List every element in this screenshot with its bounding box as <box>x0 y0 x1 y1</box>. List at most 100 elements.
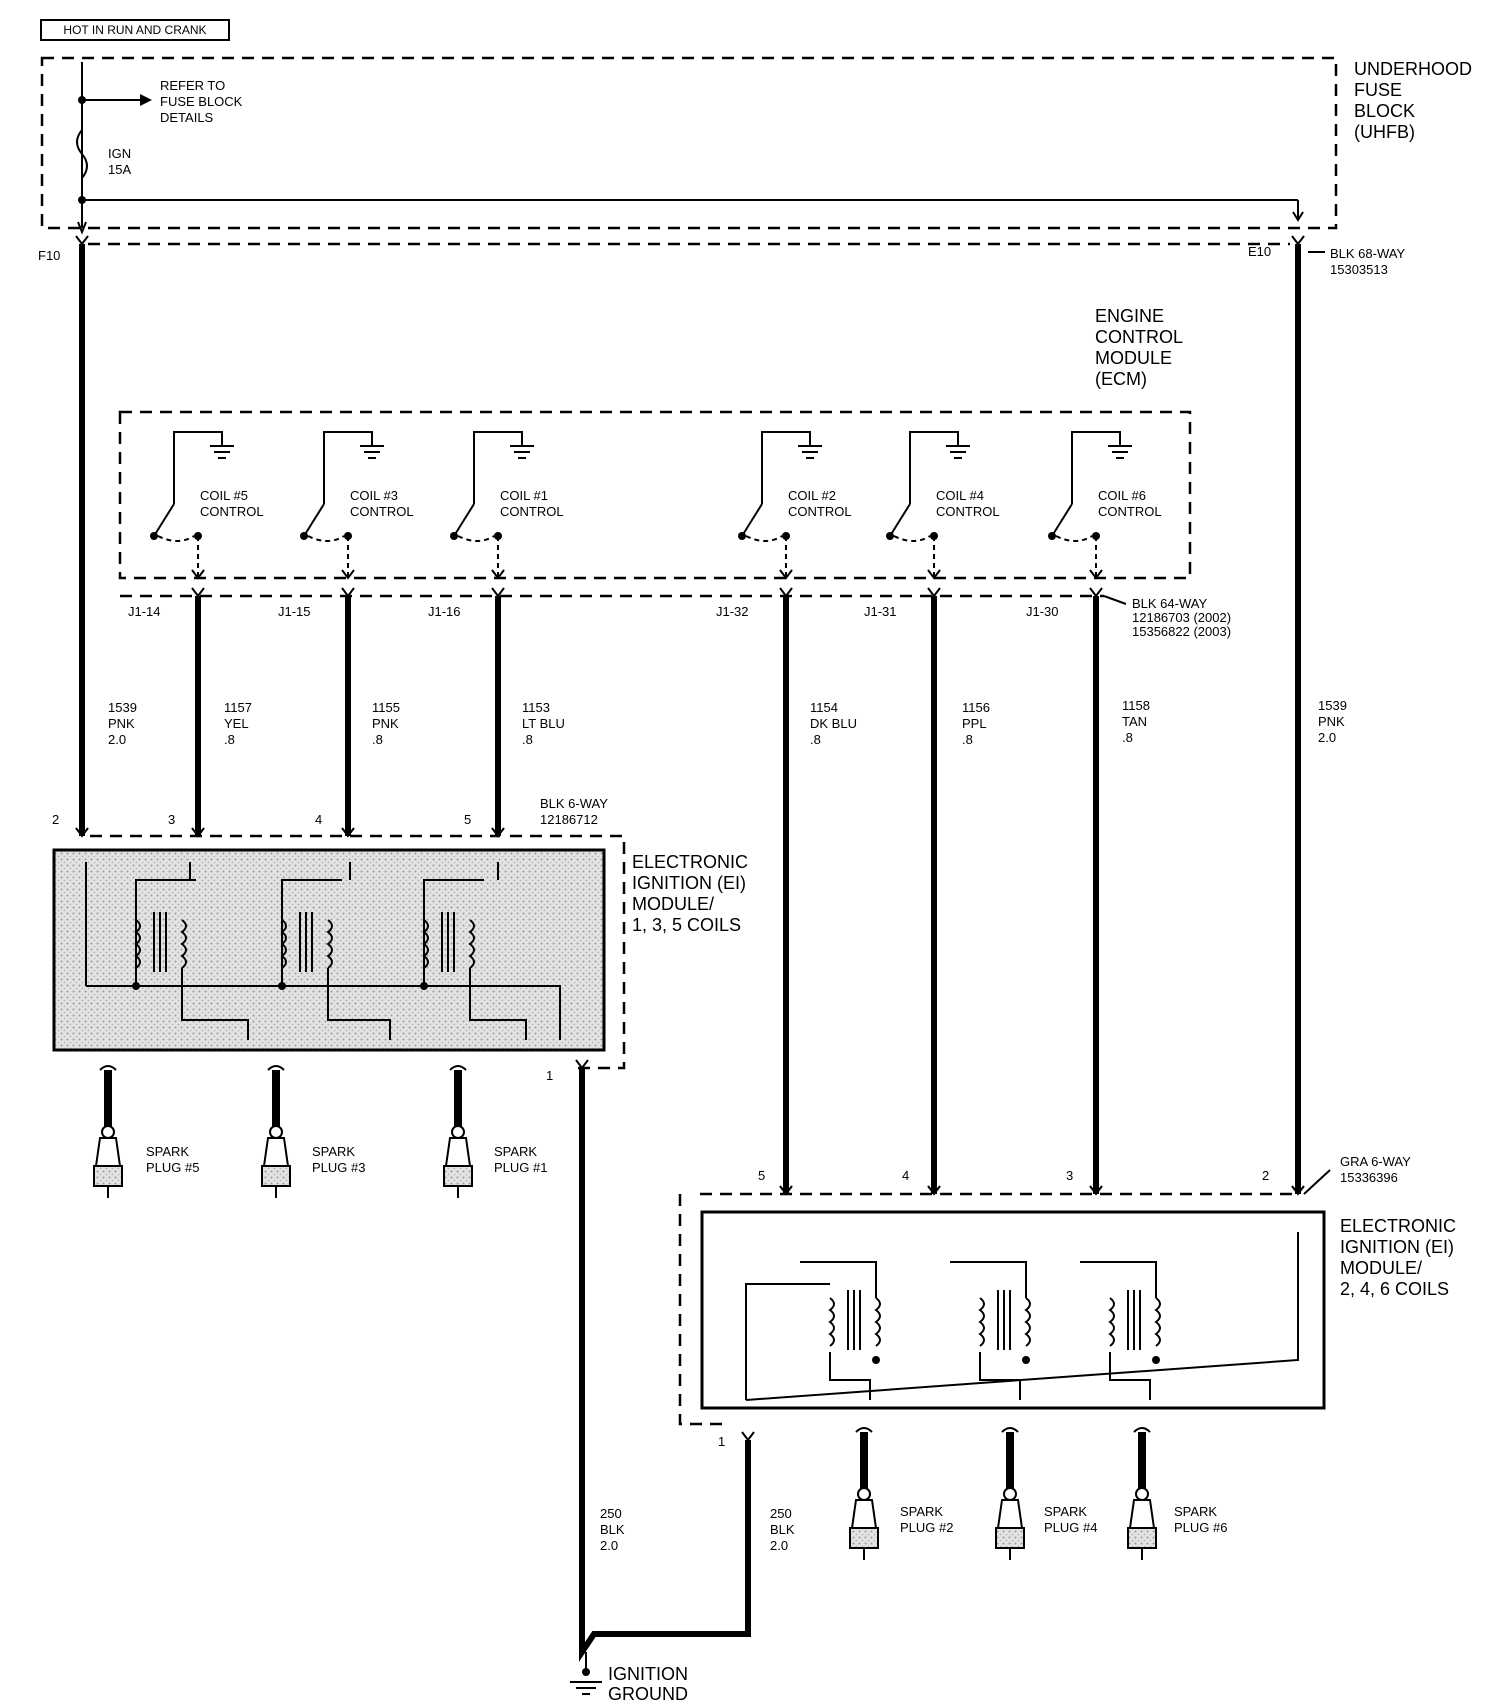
ei135-name: MODULE/ <box>632 894 714 914</box>
plug-label: PLUG #4 <box>1044 1520 1097 1535</box>
ei135-name: IGNITION (EI) <box>632 873 746 893</box>
ei135-coils <box>85 862 561 1040</box>
coil-winding <box>180 919 187 969</box>
spark-plug-icon <box>261 1065 291 1198</box>
coil-winding <box>326 919 333 969</box>
ei135-pin: 1 <box>546 1068 553 1083</box>
wire-gauge: .8 <box>372 732 383 747</box>
wire-circuit: 1155 <box>372 700 400 715</box>
wire-color: PPL <box>962 716 987 731</box>
coil-winding <box>874 1297 881 1347</box>
ignition-coil <box>950 1261 1031 1400</box>
ei246-connector: GRA 6-WAY <box>1340 1154 1411 1169</box>
terminal-f10: F10 <box>38 248 60 263</box>
ei135-name: ELECTRONIC <box>632 852 748 872</box>
plug-label: SPARK <box>1174 1504 1217 1519</box>
ecm-connector-part: 12186703 (2002) <box>1132 610 1231 625</box>
spark-plug-icon <box>93 1065 123 1198</box>
ei246-bus <box>745 1232 1299 1401</box>
ecm-pin-label: J1-16 <box>428 604 461 619</box>
wire-color: BLK <box>770 1522 795 1537</box>
refer-text: FUSE BLOCK <box>160 94 243 109</box>
switch-label: CONTROL <box>788 504 852 519</box>
ei246-name: ELECTRONIC <box>1340 1216 1456 1236</box>
ecm-name: (ECM) <box>1095 369 1147 389</box>
ignition-coil <box>420 879 527 1040</box>
wire-circuit: 250 <box>770 1506 792 1521</box>
uhfb-connector-part: 15303513 <box>1330 262 1388 277</box>
wire-gauge: 2.0 <box>600 1538 618 1553</box>
wire-color: PNK <box>372 716 399 731</box>
ground-wire <box>579 1068 751 1662</box>
ecm-pin-label: J1-31 <box>864 604 897 619</box>
ecm-pin-label: J1-30 <box>1026 604 1059 619</box>
uhfb-name: UNDERHOOD <box>1354 59 1472 79</box>
ei246-pin: 4 <box>902 1168 909 1183</box>
ei135-connector-part: 12186712 <box>540 812 598 827</box>
ei135-pin: 4 <box>315 812 322 827</box>
switch-label: CONTROL <box>350 504 414 519</box>
uhfb-connector: BLK 68-WAY <box>1330 246 1405 261</box>
fuse-name: IGN <box>108 146 131 161</box>
wire-gauge: 2.0 <box>770 1538 788 1553</box>
wire-circuit: 1153 <box>522 700 550 715</box>
ground-label: IGNITION <box>608 1664 688 1684</box>
uhfb-name: FUSE <box>1354 80 1402 100</box>
ecm-name: CONTROL <box>1095 327 1183 347</box>
ei135-name: 1, 3, 5 COILS <box>632 915 741 935</box>
switch-label: CONTROL <box>936 504 1000 519</box>
ignition-coil <box>1080 1261 1161 1400</box>
ei135-connector: BLK 6-WAY <box>540 796 608 811</box>
uhfb-name: BLOCK <box>1354 101 1415 121</box>
ei246-pin: 3 <box>1066 1168 1073 1183</box>
coil-winding <box>1154 1297 1161 1347</box>
wire-color: LT BLU <box>522 716 565 731</box>
wire-gauge: .8 <box>224 732 235 747</box>
wire-circuit: 250 <box>600 1506 622 1521</box>
power-source-label: HOT IN RUN AND CRANK <box>40 19 230 41</box>
plug-label: PLUG #3 <box>312 1160 365 1175</box>
coil-winding <box>1108 1297 1115 1347</box>
wire-color: TAN <box>1122 714 1147 729</box>
wire-color: YEL <box>224 716 249 731</box>
wire-circuit: 1156 <box>962 700 990 715</box>
wire-gauge: .8 <box>810 732 821 747</box>
ignition-coil <box>278 879 391 1040</box>
engine-control-module: ENGINE CONTROL MODULE (ECM) <box>118 306 1192 580</box>
switch-label: COIL #1 <box>500 488 548 503</box>
switch-label: COIL #4 <box>936 488 984 503</box>
fuse-rating: 15A <box>108 162 131 177</box>
switch-label: COIL #5 <box>200 488 248 503</box>
wire-color: BLK <box>600 1522 625 1537</box>
wire-gauge: .8 <box>1122 730 1133 745</box>
wire-circuit: 1154 <box>810 700 838 715</box>
coil-winding <box>468 919 475 969</box>
ei246-name: MODULE/ <box>1340 1258 1422 1278</box>
ei135-pin: 5 <box>464 812 471 827</box>
plug-label: PLUG #6 <box>1174 1520 1227 1535</box>
switch-label: COIL #6 <box>1098 488 1146 503</box>
plug-label: SPARK <box>312 1144 355 1159</box>
refer-text: REFER TO <box>160 78 225 93</box>
switch-label: COIL #3 <box>350 488 398 503</box>
wire-gauge: .8 <box>962 732 973 747</box>
spark-plug-icon <box>849 1427 879 1560</box>
ei-module-135: BLK 6-WAY 12186712 ELECTRONIC IGNITION (… <box>52 796 748 1083</box>
plug-label: PLUG #5 <box>146 1160 199 1175</box>
spark-plug-icon <box>443 1065 473 1198</box>
ei246-pin: 2 <box>1262 1168 1269 1183</box>
ei246-pin: 5 <box>758 1168 765 1183</box>
wire-color: PNK <box>108 716 135 731</box>
ei135-pin: 3 <box>168 812 175 827</box>
ei135-bus <box>85 862 561 1040</box>
ei246-name: 2, 4, 6 COILS <box>1340 1279 1449 1299</box>
coil-winding <box>978 1297 985 1347</box>
plug-label: SPARK <box>1044 1504 1087 1519</box>
ecm-pin-label: J1-32 <box>716 604 749 619</box>
